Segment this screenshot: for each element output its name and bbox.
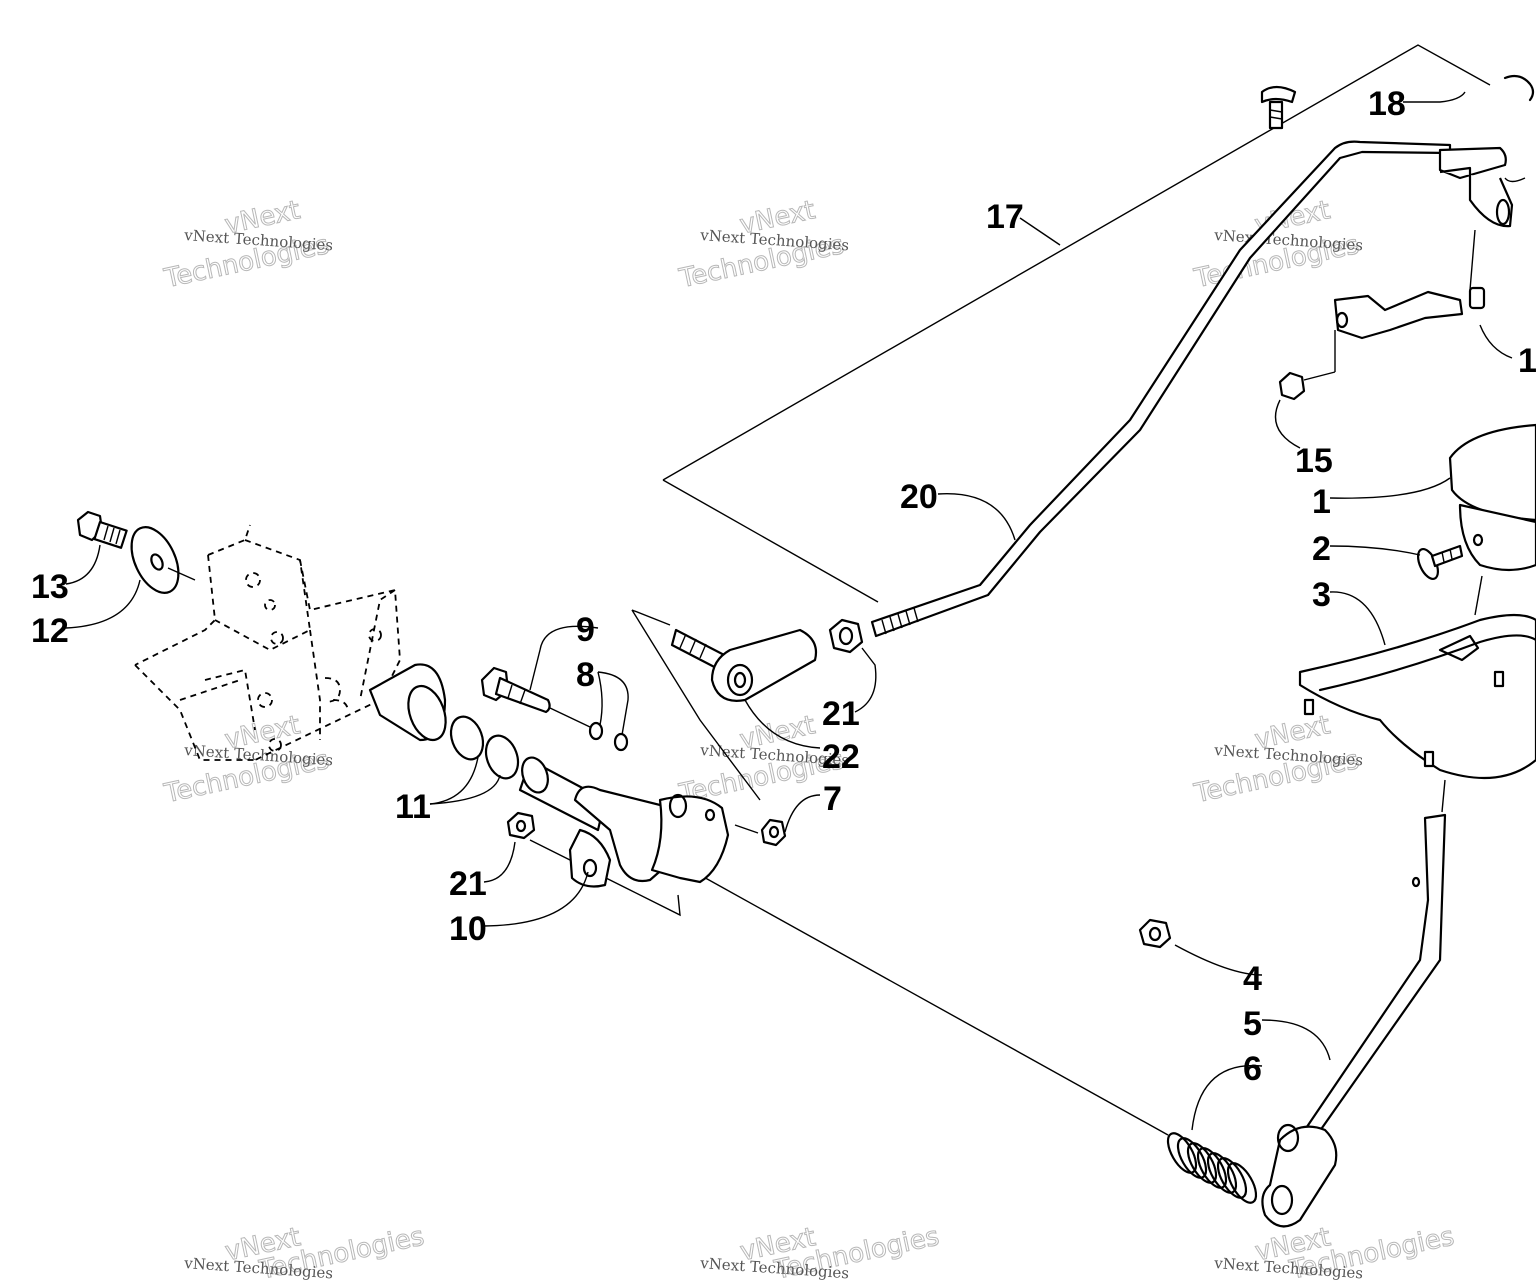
part-18-screw <box>1260 85 1297 130</box>
callout-10: 10 <box>449 910 487 948</box>
part-2-screw <box>1416 544 1483 616</box>
callout-9: 9 <box>576 611 595 649</box>
part-7-nut <box>734 818 787 847</box>
callouts: 1 2 3 4 5 6 7 8 9 10 11 12 13 15 17 18 2… <box>31 85 1536 1088</box>
callout-1-partial: 1 <box>1518 342 1536 380</box>
callout-2: 2 <box>1312 530 1331 568</box>
assembly-bracket-22 <box>631 609 761 801</box>
callout-4: 4 <box>1243 960 1262 998</box>
part-8-washers <box>588 721 629 752</box>
callout-6: 6 <box>1243 1050 1262 1088</box>
assembly-bracket-17 <box>662 44 1491 603</box>
callout-20: 20 <box>900 478 938 516</box>
part-20-shift-rod <box>870 140 1452 638</box>
callout-5: 5 <box>1243 1005 1262 1043</box>
part-6-spring <box>1166 1132 1258 1204</box>
part-5-shift-lever <box>1261 779 1447 1228</box>
upper-shift-bracket <box>1438 74 1535 291</box>
part-4-nut <box>1138 918 1172 949</box>
callout-21-upper: 21 <box>822 695 860 733</box>
part-22-rod-end <box>670 628 818 702</box>
callout-8: 8 <box>576 656 595 694</box>
callout-18: 18 <box>1368 85 1406 123</box>
assembly-lines-lower <box>529 839 1169 1136</box>
callout-3: 3 <box>1312 576 1331 614</box>
part-12-washer <box>130 526 196 594</box>
frame-bracket <box>134 524 401 761</box>
callout-12: 12 <box>31 612 69 650</box>
callout-13: 13 <box>31 568 69 606</box>
callout-15: 15 <box>1295 442 1333 480</box>
callout-7: 7 <box>823 780 842 818</box>
part-15-bolt <box>1278 330 1336 401</box>
part-1-knob <box>1448 423 1536 572</box>
callout-21-lower: 21 <box>449 865 487 903</box>
callout-1: 1 <box>1312 483 1331 521</box>
callout-22: 22 <box>822 738 860 776</box>
part-13-bolt <box>76 510 128 549</box>
callout-11: 11 <box>395 788 431 826</box>
callout-17: 17 <box>986 198 1024 236</box>
part-11-orings <box>368 663 520 780</box>
part-21-nut-upper <box>828 618 864 654</box>
part-19-bracket <box>1333 286 1486 340</box>
part-10-shaft-lever <box>518 756 730 888</box>
part-21-nut-lower <box>506 811 536 840</box>
leader-lines <box>65 91 1526 1131</box>
part-3-shift-gate <box>1298 613 1536 780</box>
part-9-pin <box>480 666 591 728</box>
